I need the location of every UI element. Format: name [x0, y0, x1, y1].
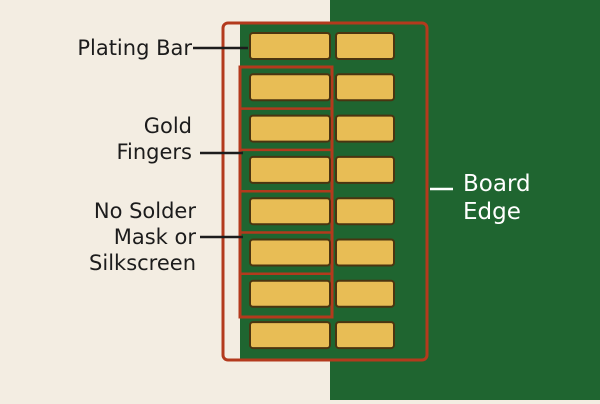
board-edge-line-1: Board [463, 171, 531, 197]
gold-finger-pad-right [335, 238, 395, 267]
gold-fingers-label: Gold Fingers [116, 113, 192, 165]
gold-finger-pad-left [249, 321, 331, 350]
gold-finger-pad-right [335, 279, 395, 308]
no-solder-mask-line-1: No Solder [93, 199, 196, 223]
gold-finger-pad-left [249, 73, 331, 102]
gold-finger-pad-right [335, 73, 395, 102]
gold-finger-pad-right [335, 155, 395, 184]
gold-finger-pad-left [249, 279, 331, 308]
leader-lines [193, 46, 453, 239]
gold-finger-pad-left [249, 197, 331, 226]
gold-fingers-line-2: Fingers [116, 140, 192, 164]
gold-finger-pad-right [335, 197, 395, 226]
gold-finger-pad-left [249, 32, 331, 60]
no-solder-mask-line-2: Mask or [113, 225, 196, 249]
gold-finger-pad-left [249, 155, 331, 184]
plating-bar-text: Plating Bar [77, 36, 192, 60]
board-edge-label: Board Edge [463, 170, 531, 226]
gold-finger-pad-left [249, 238, 331, 267]
gold-fingers-line-1: Gold [143, 114, 192, 138]
no-solder-mask-line-3: Silkscreen [89, 251, 196, 275]
no-solder-mask-label: No Solder Mask or Silkscreen [89, 198, 196, 276]
gold-finger-pad-right [335, 114, 395, 143]
board-edge-line-2: Edge [463, 199, 521, 225]
plating-bar-label: Plating Bar [77, 35, 192, 61]
tab-outline [221, 21, 429, 362]
gold-finger-pad-left [249, 114, 331, 143]
gold-finger-pad-right [335, 321, 395, 350]
gold-finger-pad-right [335, 32, 395, 60]
